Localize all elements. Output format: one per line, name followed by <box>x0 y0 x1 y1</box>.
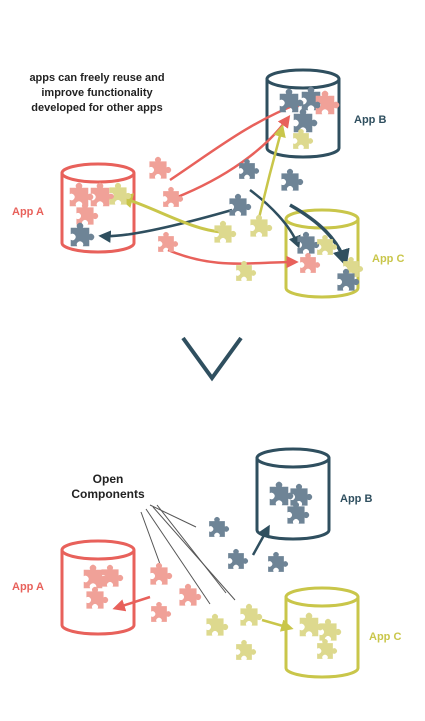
leader-lines <box>140 504 236 605</box>
top-diagram: apps can freely reuse and improve functi… <box>12 68 404 299</box>
puzzle-piece-icon <box>240 603 263 626</box>
app-c-pieces <box>297 231 364 291</box>
app-b-label: App B <box>354 114 386 126</box>
arrow-yellow-to-app-b <box>256 124 286 223</box>
puzzle-piece-icon <box>69 182 94 207</box>
app-b-pieces <box>279 86 340 149</box>
puzzle-piece-icon <box>236 639 257 660</box>
puzzle-piece-icon <box>150 562 173 585</box>
arrow-navy-to-app-a <box>98 208 233 243</box>
puzzle-piece-icon <box>149 156 172 179</box>
puzzle-piece-icon <box>300 252 321 273</box>
puzzle-piece-icon <box>101 564 124 587</box>
bottom-diagram: Open Components App A App B App C <box>12 447 401 679</box>
app-a-cylinder-icon <box>60 539 136 636</box>
puzzle-piece-icon <box>151 601 172 622</box>
arrow-navy-to-app-c <box>289 203 350 268</box>
puzzle-piece-icon <box>86 586 109 609</box>
floating-pieces-bottom <box>150 516 289 660</box>
app-c-label: App C <box>369 631 401 643</box>
app-c-pieces <box>299 612 342 659</box>
arrow-navy-into-app-b <box>251 524 270 556</box>
puzzle-piece-icon <box>163 186 184 207</box>
puzzle-piece-icon <box>179 583 202 606</box>
puzzle-piece-icon <box>269 481 294 506</box>
app-c-label: App C <box>372 253 404 265</box>
puzzle-piece-icon <box>290 483 313 506</box>
chevron-down-icon <box>181 336 243 382</box>
puzzle-piece-icon <box>209 516 230 537</box>
arrow-red-to-app-c <box>167 248 299 269</box>
puzzle-piece-icon <box>281 168 304 191</box>
app-b-label: App B <box>340 493 372 505</box>
puzzle-piece-icon <box>228 548 249 569</box>
puzzle-piece-icon <box>158 231 179 252</box>
consume-arrows <box>112 524 294 632</box>
arrow-yellow-into-app-c <box>261 618 294 632</box>
app-a-label: App A <box>12 581 44 593</box>
caption-line-2: improve functionality <box>41 87 153 99</box>
app-a-pieces <box>83 564 124 609</box>
puzzle-piece-icon <box>268 551 289 572</box>
arrow-red-into-app-a <box>112 595 151 612</box>
app-c-cylinder-icon <box>284 586 360 679</box>
open-components-line-2: Components <box>71 487 145 501</box>
open-components-line-1: Open <box>93 472 124 486</box>
arrow-red-to-app-b-2 <box>174 114 291 200</box>
caption-line-1: apps can freely reuse and <box>29 72 164 84</box>
puzzle-piece-icon <box>70 222 95 247</box>
arrow-yellow-to-app-a <box>117 193 223 234</box>
puzzle-piece-icon <box>109 182 132 205</box>
puzzle-piece-icon <box>319 618 342 641</box>
app-a-pieces <box>69 182 132 247</box>
puzzle-piece-icon <box>297 231 320 254</box>
app-b-pieces <box>269 481 313 524</box>
puzzle-piece-icon <box>279 88 304 113</box>
app-a-label: App A <box>12 206 44 218</box>
puzzle-piece-icon <box>317 638 338 659</box>
puzzle-piece-icon <box>317 234 338 255</box>
app-a-cylinder-icon <box>60 162 136 254</box>
puzzle-piece-icon <box>206 613 229 636</box>
app-b-cylinder-icon <box>265 68 341 159</box>
puzzle-piece-icon <box>250 214 273 237</box>
puzzle-piece-icon <box>293 108 318 133</box>
puzzle-piece-icon <box>229 193 252 216</box>
arrow-navy-to-app-c-2 <box>249 189 301 249</box>
caption-line-3: developed for other apps <box>31 102 162 114</box>
